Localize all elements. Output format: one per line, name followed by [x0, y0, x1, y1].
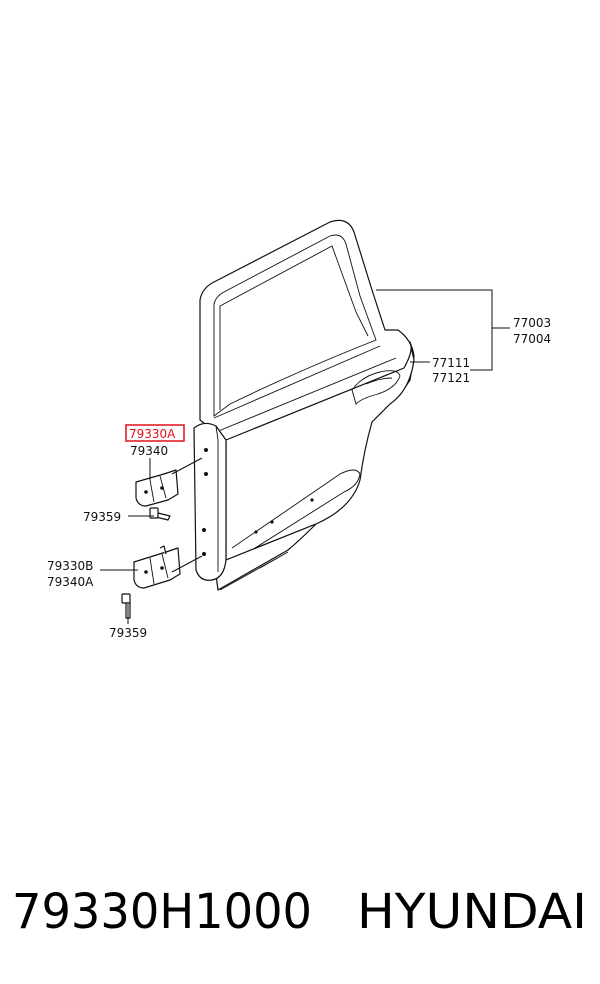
lower-bolt: [121, 593, 131, 619]
callout-bolt-upper: 79359: [83, 510, 121, 524]
callout-labels: 77003 77004 77111 77121 79330A 79340 793…: [47, 316, 551, 640]
callout-frame-a: 77003: [513, 316, 551, 330]
footer-part-number: 79330H1000: [12, 884, 312, 940]
callout-bolt-lower: 79359: [109, 626, 147, 640]
leader-lines: [100, 289, 510, 624]
callout-upper-hinge-b: 79340: [130, 444, 168, 458]
callout-panel-b: 77121: [432, 371, 470, 385]
upper-hinge: [135, 469, 179, 507]
callout-upper-hinge-a[interactable]: 79330A: [129, 427, 176, 441]
lower-hinge: [133, 545, 181, 589]
rear-door-outline: [199, 219, 415, 591]
door-front-pillar: [193, 422, 227, 581]
callout-frame-b: 77004: [513, 332, 551, 346]
callout-lower-hinge-a: 79330B: [47, 559, 93, 573]
callout-lower-hinge-b: 79340A: [47, 575, 94, 589]
upper-bolt: [149, 507, 171, 521]
footer: 79330H1000 HYUNDAI: [12, 884, 587, 940]
highlight-box: [125, 424, 185, 442]
footer-brand: HYUNDAI: [357, 884, 587, 940]
callout-panel-a: 77111: [432, 356, 470, 370]
